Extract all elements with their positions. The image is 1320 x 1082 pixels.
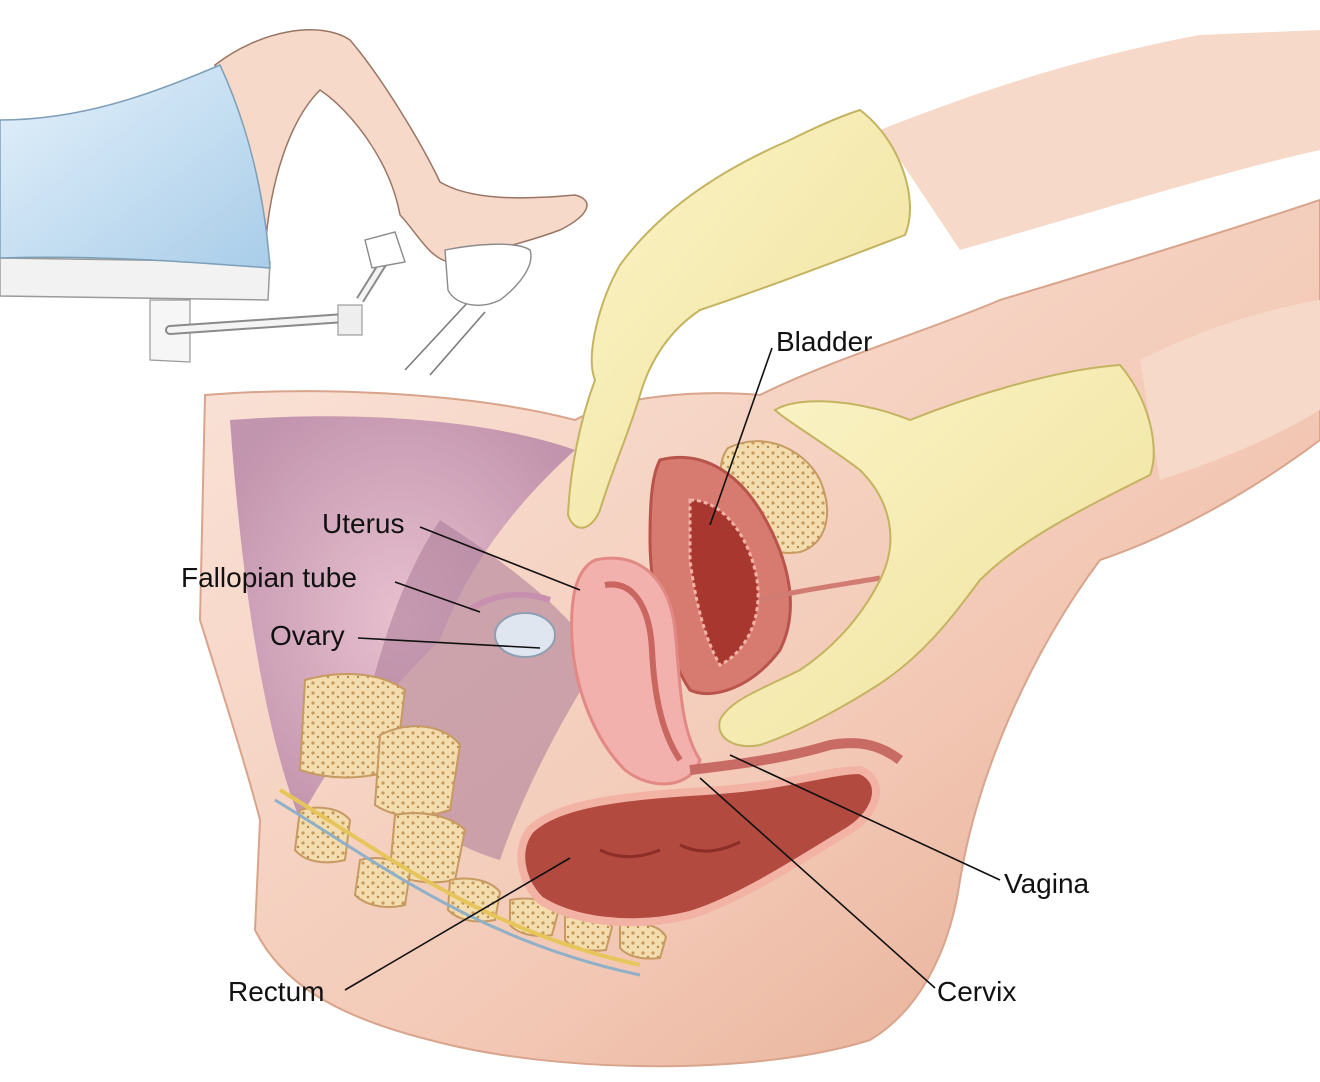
patient-inset xyxy=(0,29,588,376)
bladder-organ xyxy=(648,455,881,696)
ovary-organ xyxy=(468,591,556,658)
leader-vagina xyxy=(729,754,1001,881)
leader-uterus xyxy=(419,526,581,591)
label-vagina: Vagina xyxy=(1004,868,1090,899)
label-bladder: Bladder xyxy=(776,326,873,357)
label-ovary: Ovary xyxy=(270,620,345,651)
leader-fallopian-tube xyxy=(394,581,481,613)
lower-glove xyxy=(718,363,1155,748)
labels: Bladder Uterus Fallopian tube Ovary Vagi… xyxy=(181,326,1090,1007)
upper-glove xyxy=(566,108,911,529)
leader-cervix xyxy=(699,777,936,989)
leader-ovary xyxy=(357,637,541,649)
lower-forearm xyxy=(1140,300,1320,480)
upper-forearm xyxy=(880,30,1320,250)
vagina-canal xyxy=(689,738,903,775)
exam-table xyxy=(0,257,486,376)
patient-drape xyxy=(0,64,271,269)
examiner-hands xyxy=(566,30,1320,748)
leader-bladder xyxy=(709,347,773,526)
label-uterus: Uterus xyxy=(322,508,404,539)
patient-legs xyxy=(214,29,588,306)
rectum-organ xyxy=(517,765,880,927)
label-rectum: Rectum xyxy=(228,976,324,1007)
leader-lines xyxy=(344,347,1001,991)
label-cervix: Cervix xyxy=(937,976,1016,1007)
leader-rectum xyxy=(344,857,571,991)
uterus-organ xyxy=(570,556,702,786)
label-fallopian-tube: Fallopian tube xyxy=(181,562,357,593)
